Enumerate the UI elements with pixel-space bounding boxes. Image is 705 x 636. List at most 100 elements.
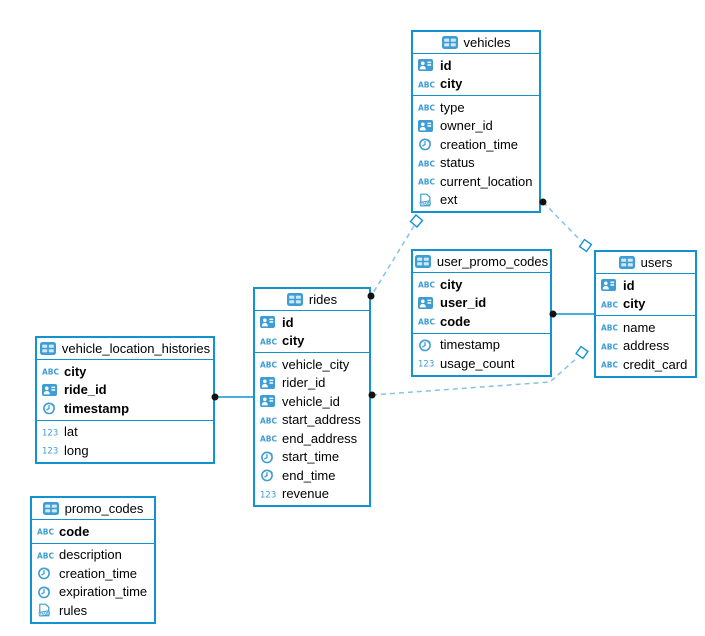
field-label: revenue (282, 486, 329, 502)
field-label: credit_card (623, 356, 688, 372)
field-row-timestamp: timestamp (413, 336, 550, 355)
field-label: ride_id (64, 382, 107, 398)
field-label: long (64, 442, 89, 458)
field-row-end_address: ABC end_address (255, 429, 369, 448)
svg-text:JSON: JSON (420, 200, 432, 206)
table-promo_codes[interactable]: promo_codes ABC code ABC description cre… (30, 496, 156, 624)
table-vehicles[interactable]: vehicles id ABC city ABC type owner_id c… (411, 30, 541, 213)
svg-text:ABC: ABC (601, 361, 618, 370)
field-row-owner_id: owner_id (413, 117, 539, 136)
text-icon: ABC (260, 358, 277, 370)
table-header-vehicles[interactable]: vehicles (413, 32, 539, 54)
field-label: city (64, 363, 87, 379)
text-icon: ABC (601, 321, 618, 333)
fields-section: ABC description creation_time expiration… (32, 544, 154, 622)
field-row-status: ABC status (413, 154, 539, 173)
table-rides[interactable]: rides id ABC city ABC vehicle_city rider… (253, 287, 371, 507)
field-label: vehicle_city (282, 356, 350, 372)
field-row-code: ABC code (413, 312, 550, 331)
field-row-rules: JSON rules (32, 601, 154, 620)
number-icon: 123 (418, 357, 435, 370)
primary-key-section: ABC code (32, 520, 154, 544)
svg-text:ABC: ABC (260, 361, 277, 370)
table-user_promo_codes[interactable]: user_promo_codes ABC city user_id ABC co… (411, 249, 552, 377)
primary-key-section: id ABC city (413, 54, 539, 96)
field-label: code (59, 523, 90, 539)
relationship-square-endpoint (409, 214, 424, 228)
field-row-rider_id: rider_id (255, 374, 369, 393)
svg-text:ABC: ABC (418, 281, 435, 290)
time-icon (37, 566, 54, 580)
field-label: timestamp (440, 337, 500, 353)
time-icon (37, 585, 54, 599)
field-row-city: ABC city (596, 295, 695, 314)
uuid-icon (418, 296, 435, 309)
field-row-revenue: 123 revenue (255, 485, 369, 504)
field-row-name: ABC name (596, 318, 695, 337)
svg-text:ABC: ABC (418, 159, 435, 168)
field-row-user_id: user_id (413, 294, 550, 313)
number-icon: 123 (42, 426, 59, 438)
fields-section: timestamp 123 usage_count (413, 334, 550, 375)
table-vehicle_location_histories[interactable]: vehicle_location_histories ABC city ride… (35, 336, 215, 464)
text-icon: ABC (418, 315, 435, 327)
relationship-line-vehicles-rides (372, 225, 415, 294)
uuid-icon (601, 279, 618, 292)
text-icon: ABC (418, 78, 435, 90)
text-icon: ABC (601, 340, 618, 352)
field-row-city: ABC city (37, 362, 213, 381)
field-row-city: ABC city (413, 275, 550, 294)
text-icon: ABC (260, 335, 277, 347)
field-label: name (623, 319, 656, 335)
field-label: start_time (282, 449, 340, 465)
svg-text:123: 123 (418, 360, 434, 370)
table-header-promo_codes[interactable]: promo_codes (32, 498, 154, 520)
svg-text:ABC: ABC (418, 178, 435, 187)
field-row-creation_time: creation_time (32, 564, 154, 583)
table-header-user_promo_codes[interactable]: user_promo_codes (413, 251, 550, 273)
field-label: city (623, 296, 646, 312)
field-label: rider_id (282, 375, 326, 391)
text-icon: ABC (601, 358, 618, 370)
field-row-type: ABC type (413, 98, 539, 117)
field-row-description: ABC description (32, 546, 154, 565)
table-header-users[interactable]: users (596, 252, 695, 274)
table-header-vehicle_location_histories[interactable]: vehicle_location_histories (37, 338, 213, 360)
field-label: start_address (282, 412, 361, 428)
primary-key-section: ABC city user_id ABC code (413, 273, 550, 334)
table-header-rides[interactable]: rides (255, 289, 369, 311)
fields-section: 123 lat 123 long (37, 421, 213, 462)
field-row-usage_count: 123 usage_count (413, 354, 550, 373)
svg-text:123: 123 (42, 428, 58, 438)
fields-section: ABC name ABC address ABC credit_card (596, 316, 695, 376)
text-icon: ABC (601, 298, 618, 310)
field-label: expiration_time (59, 584, 148, 600)
field-row-start_time: start_time (255, 448, 369, 467)
svg-text:ABC: ABC (42, 368, 59, 377)
text-icon: ABC (260, 432, 277, 444)
svg-text:ABC: ABC (418, 80, 435, 89)
field-row-code: ABC code (32, 522, 154, 541)
svg-text:ABC: ABC (260, 337, 277, 346)
time-icon (42, 401, 59, 415)
field-row-vehicle_city: ABC vehicle_city (255, 355, 369, 374)
field-row-credit_card: ABC credit_card (596, 355, 695, 374)
relationship-square-endpoint (578, 238, 593, 253)
field-row-timestamp: timestamp (37, 399, 213, 418)
field-row-expiration_time: expiration_time (32, 583, 154, 602)
svg-text:ABC: ABC (260, 416, 277, 425)
field-row-city: ABC city (413, 75, 539, 94)
text-icon: ABC (37, 549, 54, 561)
svg-text:JSON: JSON (39, 611, 51, 617)
table-users[interactable]: users id ABC city ABC name ABC address A… (594, 250, 697, 378)
number-icon: 123 (42, 444, 59, 457)
svg-text:123: 123 (42, 447, 58, 457)
json-icon: JSON (418, 193, 435, 207)
table-title: vehicle_location_histories (61, 341, 211, 356)
number-icon: 123 (260, 488, 277, 500)
field-row-city: ABC city (255, 332, 369, 351)
svg-text:ABC: ABC (418, 104, 435, 113)
field-label: id (440, 57, 452, 73)
table-title: user_promo_codes (436, 254, 549, 269)
